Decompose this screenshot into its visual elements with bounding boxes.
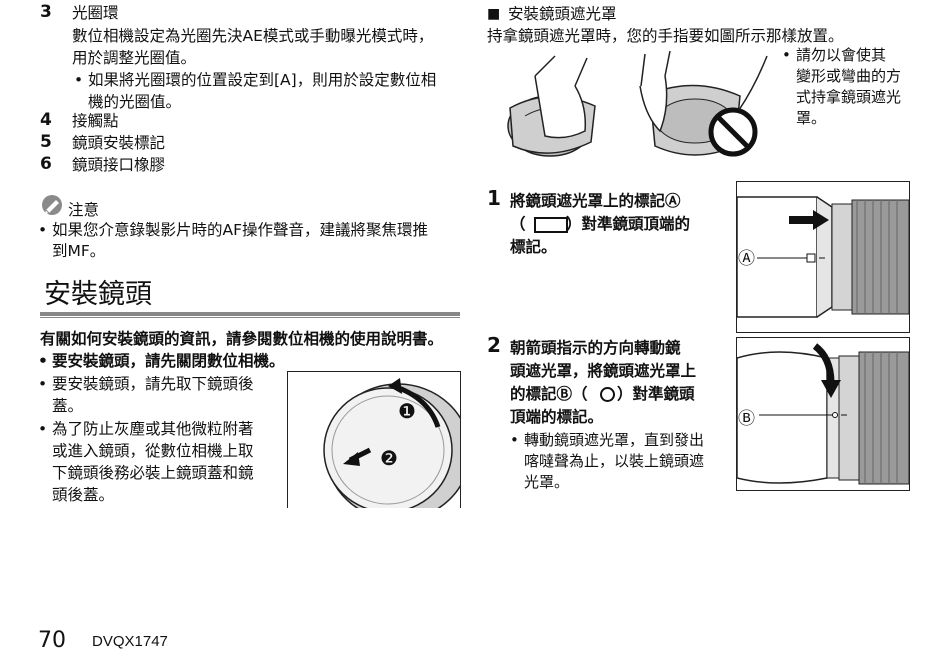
item3-description-line1: 數位相機設定為光圈先決AE模式或手動曝光模式時， [72, 27, 434, 45]
step2-bullet-line3: 光罩。 [524, 473, 570, 491]
item-label-mount-mark: 鏡頭安裝標記 [72, 134, 166, 152]
page-number: 70 [38, 628, 66, 653]
rear-cap-removal-figure [287, 371, 461, 508]
bullet-remove-cap-line1: 要安裝鏡頭，請先取下鏡頭後 [38, 373, 253, 395]
note-label: 注意 [68, 201, 100, 219]
warning-line2: 變形或彎曲的方 [796, 67, 902, 85]
item-label-contacts: 接觸點 [72, 112, 119, 130]
item3-bullet-line2: 機的光圈值。 [88, 93, 182, 111]
bullet-remove-cap-line2: 蓋。 [52, 397, 84, 415]
step1-line2-close: ）對準鏡頭頂端的 [566, 215, 691, 233]
step2-line2: 頭遮光罩，將鏡頭遮光罩上 [510, 362, 697, 380]
item-label-mount-rubber: 鏡頭接口橡膠 [72, 156, 166, 174]
step1-line2-open: （ [510, 215, 526, 233]
step2-line3: 的標記Ⓑ（ [510, 385, 588, 403]
rectangle-mark-icon [534, 217, 568, 233]
item-label-aperture-ring: 光圈環 [72, 4, 119, 22]
item-number-3: 3 [40, 2, 52, 22]
item3-description-line2: 用於調整光圈值。 [72, 49, 197, 67]
step1-line3: 標記。 [510, 238, 557, 256]
bullet-dust-line3: 下鏡頭後務必裝上鏡頭蓋和鏡 [52, 464, 254, 482]
hood-holding-figure [495, 46, 780, 164]
label-b: Ⓑ [738, 404, 755, 429]
section-title-rule-thin [40, 317, 460, 318]
step2-bullet-line2: 喀噠聲為止，以裝上鏡頭遮 [524, 452, 705, 470]
step1-line1: 將鏡頭遮光罩上的標記Ⓐ [510, 192, 681, 210]
section-title-rule [40, 312, 460, 316]
step2-line4: 頂端的標記。 [510, 408, 604, 426]
section-title: 安裝鏡頭 [44, 279, 152, 310]
hood-subtitle: 持拿鏡頭遮光罩時，您的手指要如圖所示那樣放置。 [487, 27, 844, 45]
note-text-line1: 如果您介意錄製影片時的AF操作聲音，建議將聚焦環推 [38, 219, 428, 241]
warning-line1: 請勿以會使其 [782, 45, 886, 66]
item3-bullet-line1: 如果將光圈環的位置設定到[A]，則用於設定數位相 [74, 69, 436, 91]
note-text-line2: 到MF。 [52, 242, 106, 260]
step2-line1: 朝箭頭指示的方向轉動鏡 [510, 339, 681, 357]
bullet-dust-line4: 頭後蓋。 [52, 486, 115, 504]
bullet-dust-line2: 或進入鏡頭，從數位相機上取 [52, 442, 254, 460]
circle-mark-icon [600, 387, 615, 402]
note-pencil-icon [40, 194, 66, 216]
figure-mark-2: ❷ [380, 446, 398, 470]
step2-bullet-line1: 轉動鏡頭遮光罩，直到發出 [510, 430, 704, 451]
item-number-6: 6 [40, 154, 52, 174]
warning-line3: 式持拿鏡頭遮光 [796, 88, 902, 106]
warning-line4: 罩。 [796, 109, 827, 127]
step2-number: 2 [487, 333, 501, 357]
step1-number: 1 [487, 186, 501, 210]
step2-figure [736, 337, 910, 491]
bullet-dust-line1: 為了防止灰塵或其他微粒附著 [38, 418, 253, 440]
item-number-5: 5 [40, 132, 52, 152]
document-code: DVQX1747 [92, 633, 168, 650]
figure-mark-1: ❶ [398, 399, 416, 423]
hood-heading: 安裝鏡頭遮光罩 [508, 5, 617, 23]
intro-text: 有關如何安裝鏡頭的資訊，請參閱數位相機的使用說明書。 [40, 330, 444, 348]
step1-figure [736, 181, 910, 333]
heading-marker: ■ [487, 6, 501, 22]
step2-line3-tail: ）對準鏡頭 [617, 385, 695, 403]
bold-bullet-power-off: 要安裝鏡頭，請先關閉數位相機。 [38, 350, 284, 372]
label-a: Ⓐ [738, 244, 755, 269]
item-number-4: 4 [40, 110, 52, 130]
